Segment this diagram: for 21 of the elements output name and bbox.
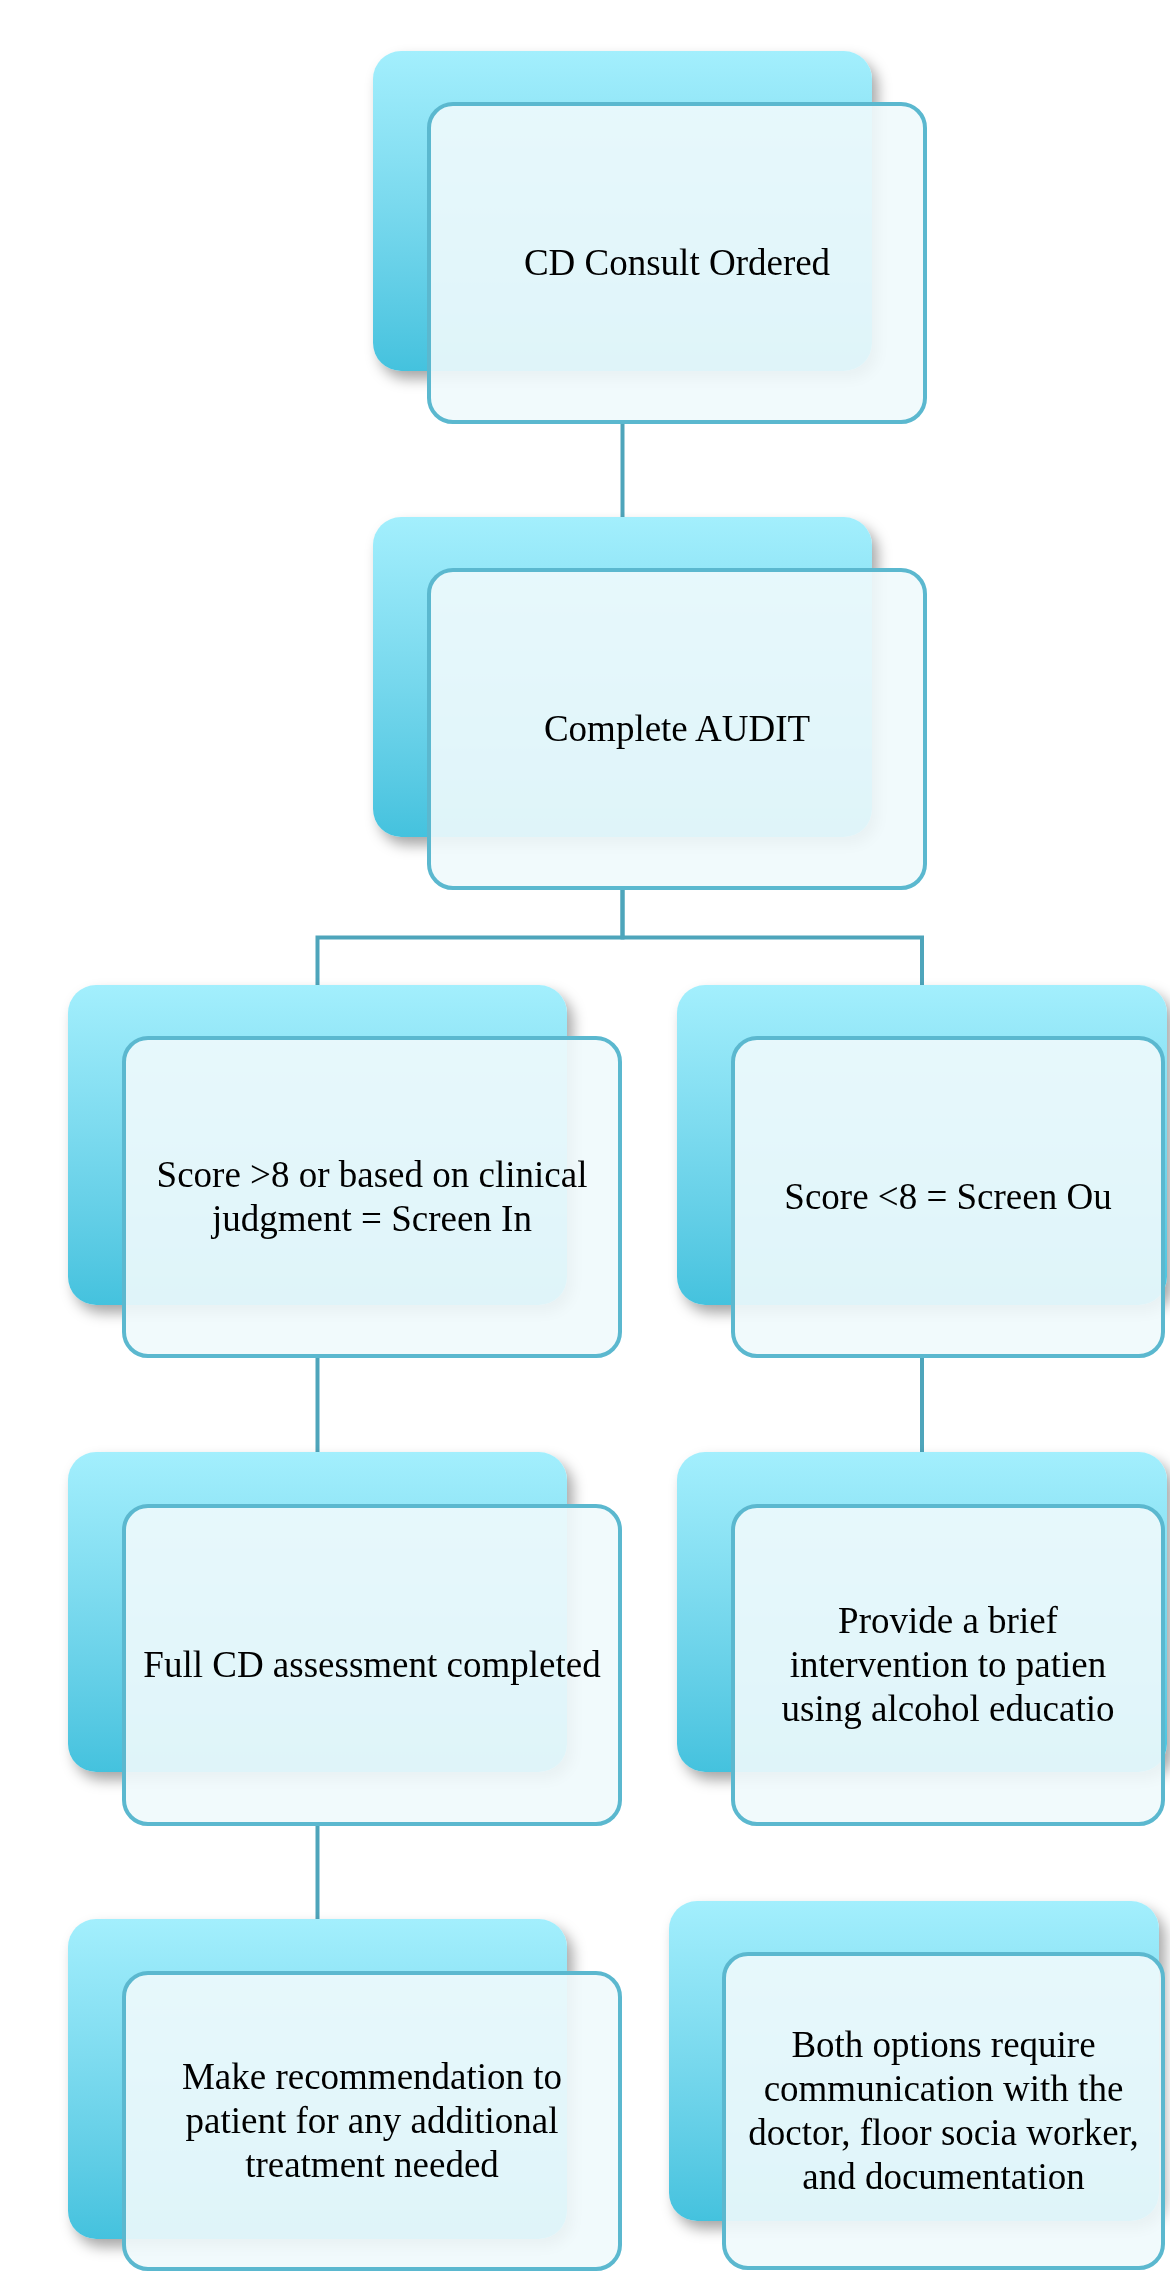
connector-line: [620, 890, 924, 985]
box-text: Both options require communication with the doctor, floor socia worker, and documentation: [747, 2023, 1140, 2199]
connector-line: [315, 1358, 320, 1452]
connector-line: [620, 424, 625, 517]
connector-line: [315, 1826, 320, 1919]
process-card: [677, 985, 1167, 1358]
process-card: [373, 51, 927, 424]
box-text: Score >8 or based on clinical judgment = Screen In: [155, 1153, 589, 1241]
box-text: Provide a brief intervention to patien using alcohol educatio: [780, 1599, 1116, 1731]
connector-line: [920, 1358, 924, 1452]
box-text: Make recommendation to patient for any additional treatment needed: [180, 2055, 564, 2187]
process-card: [68, 985, 622, 1358]
process-card: [669, 1901, 1165, 2270]
process-card: [373, 517, 927, 890]
box-text: CD Consult Ordered: [523, 241, 831, 285]
box-text: Complete AUDIT: [543, 707, 811, 751]
process-card: [677, 1452, 1167, 1826]
box-text: Full CD assessment completed: [143, 1643, 601, 1687]
process-card: [68, 1452, 622, 1826]
box-text: Score <8 = Screen Ou: [784, 1175, 1112, 1219]
process-card: [68, 1919, 622, 2271]
